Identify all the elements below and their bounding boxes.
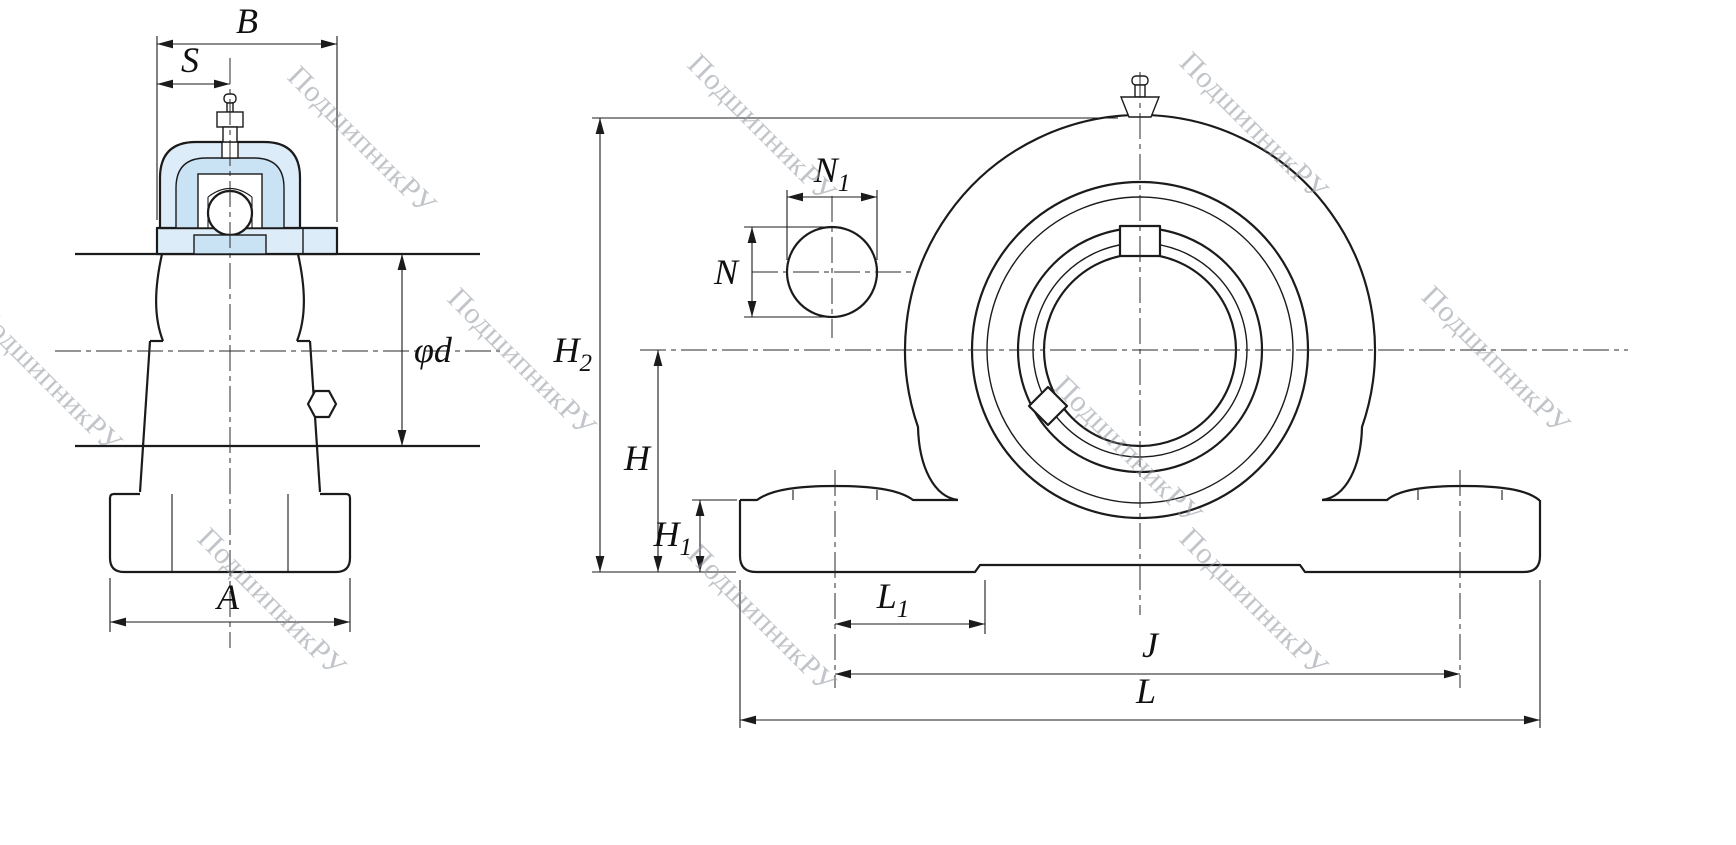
dimension-N: N [713, 226, 826, 318]
watermark-text: ПодшипникРУ [681, 48, 843, 210]
dimension-L1: L1 [835, 576, 986, 634]
watermark-text: ПодшипникРУ [1173, 522, 1335, 684]
dimension-N1: N1 [786, 150, 878, 260]
front-view: N1 N H2 H H1 L1 J [553, 72, 1628, 728]
dimension-H: H [623, 350, 663, 572]
dimension-B: B [156, 1, 338, 222]
label-B: B [236, 1, 258, 41]
label-S: S [181, 40, 199, 80]
base-top-left [740, 484, 958, 502]
bolt-hole-detail [752, 196, 912, 338]
dimension-H1: H1 [653, 499, 737, 572]
label-N: N [713, 252, 740, 292]
dimension-A: A [109, 577, 351, 632]
label-L: L [1135, 671, 1156, 711]
side-hex-plug [306, 389, 338, 419]
dimension-S: S [157, 40, 230, 89]
label-N1: N1 [813, 150, 851, 197]
base-top-right [1322, 484, 1541, 502]
label-phi-d: φd [414, 330, 453, 370]
label-L1: L1 [876, 576, 910, 623]
watermark-text: ПодшипникРУ [281, 60, 443, 222]
label-H1: H1 [653, 514, 693, 561]
watermark-text: ПодшипникРУ [1173, 46, 1335, 208]
bearing-insert-section [155, 93, 339, 256]
dimension-phi-d: φd [397, 254, 453, 446]
watermark-text: ПодшипникРУ [0, 298, 129, 460]
label-H: H [623, 438, 652, 478]
label-H2: H2 [553, 330, 593, 377]
body-taper-left [138, 340, 152, 493]
sphere-profile-right [295, 253, 305, 342]
side-view: B S φd A [55, 1, 500, 648]
dimension-H2: H2 [553, 117, 1118, 573]
watermark-text: ПодшипникРУ [1415, 280, 1577, 442]
dimension-L: L [739, 580, 1541, 728]
set-screw-side [1027, 385, 1069, 427]
sphere-profile-left [155, 253, 165, 342]
watermark-text: ПодшипникРУ [681, 538, 843, 700]
watermark-text: ПодшипникРУ [191, 522, 353, 684]
dimension-J: J [835, 625, 1460, 679]
label-A: A [215, 577, 240, 617]
label-J: J [1142, 625, 1160, 665]
